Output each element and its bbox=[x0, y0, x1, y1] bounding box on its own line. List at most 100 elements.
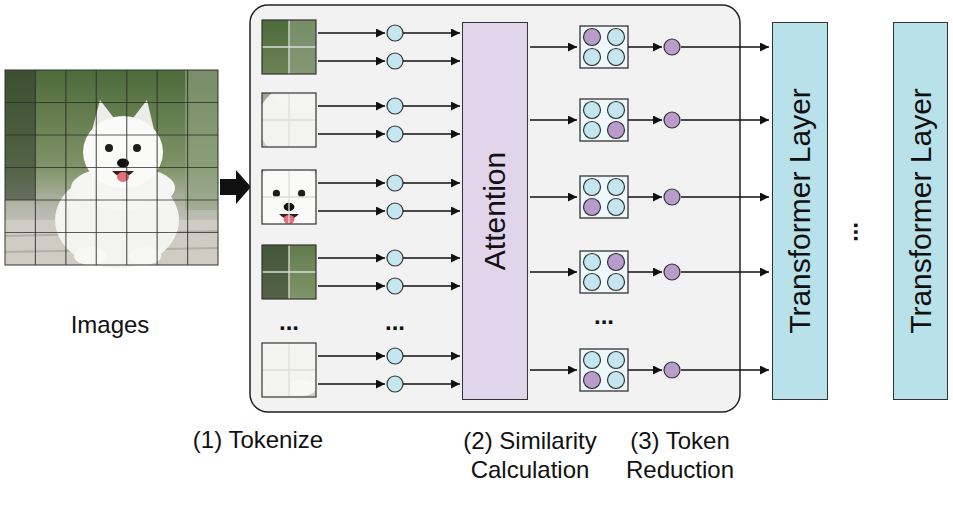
grid-line bbox=[5, 102, 218, 103]
patch-grid bbox=[262, 369, 316, 370]
step-label: (1) Tokenize bbox=[168, 426, 348, 455]
flow-arrow bbox=[530, 369, 577, 371]
flow-arrow bbox=[681, 196, 769, 198]
kept-token bbox=[608, 122, 625, 139]
token-row bbox=[127, 20, 769, 198]
token-circle bbox=[387, 203, 403, 219]
step-label: (3) Token Reduction bbox=[610, 427, 750, 485]
flow-arrow bbox=[318, 60, 385, 62]
token-circle bbox=[608, 29, 625, 46]
image-grid bbox=[5, 70, 218, 265]
token-circle bbox=[608, 372, 625, 389]
ellipsis: ... bbox=[365, 310, 425, 334]
attention-block: Attention bbox=[462, 22, 528, 400]
token-circle bbox=[584, 49, 601, 66]
photo-border bbox=[5, 70, 218, 265]
token-circle bbox=[584, 102, 601, 119]
token-circle bbox=[387, 25, 403, 41]
token-group bbox=[580, 176, 628, 218]
flow-arrow bbox=[403, 32, 460, 34]
flow-arrow bbox=[403, 355, 460, 357]
kept-token bbox=[584, 199, 601, 216]
token-group bbox=[580, 349, 628, 391]
grid-line bbox=[5, 199, 218, 200]
input-arrow bbox=[220, 170, 251, 204]
flow-arrow bbox=[403, 133, 460, 135]
flow-arrow bbox=[403, 105, 460, 107]
token-circle bbox=[584, 254, 601, 271]
token-circle bbox=[584, 122, 601, 139]
flow-arrow bbox=[530, 271, 577, 273]
reduced-token bbox=[664, 189, 680, 205]
reduced-token bbox=[664, 112, 680, 128]
flow-arrow bbox=[681, 271, 769, 273]
flow-arrow bbox=[628, 271, 662, 273]
flow-arrow bbox=[318, 383, 385, 385]
flow-arrow bbox=[403, 60, 460, 62]
flow-arrow bbox=[530, 119, 577, 121]
flow-arrow bbox=[681, 369, 769, 371]
image-patch bbox=[213, 0, 405, 165]
flow-arrow bbox=[403, 182, 460, 184]
reduced-token bbox=[664, 362, 680, 378]
flow-arrow bbox=[318, 182, 385, 184]
token-circle bbox=[387, 53, 403, 69]
flow-arrow bbox=[530, 46, 577, 48]
flow-arrow bbox=[403, 285, 460, 287]
patch-grid bbox=[262, 196, 316, 197]
image-caption: Images bbox=[50, 311, 170, 340]
grid-line bbox=[5, 167, 218, 168]
flow-arrow bbox=[318, 32, 385, 34]
flow-arrow bbox=[318, 355, 385, 357]
token-circle bbox=[387, 98, 403, 114]
dog-photo bbox=[5, 70, 218, 268]
flow-arrow bbox=[628, 46, 662, 48]
patch-crop bbox=[176, 221, 368, 399]
token-circle bbox=[608, 352, 625, 369]
token-circle bbox=[584, 352, 601, 369]
flow-arrow bbox=[318, 105, 385, 107]
token-circle bbox=[387, 250, 403, 266]
flow-arrow bbox=[530, 196, 577, 198]
token-circle bbox=[387, 175, 403, 191]
token-circle bbox=[608, 49, 625, 66]
flow-arrow bbox=[403, 257, 460, 259]
patch-border bbox=[262, 170, 316, 224]
token-circle bbox=[387, 126, 403, 142]
flow-arrow bbox=[318, 133, 385, 135]
token-circle bbox=[608, 102, 625, 119]
flow-arrow bbox=[681, 46, 769, 48]
patch-border bbox=[262, 343, 316, 397]
grid-line bbox=[5, 134, 218, 135]
patch-grid bbox=[262, 271, 316, 272]
token-group bbox=[580, 26, 628, 68]
flow-arrow bbox=[628, 369, 662, 371]
flow-arrow bbox=[318, 210, 385, 212]
reduced-token bbox=[664, 264, 680, 280]
patch-grid bbox=[262, 119, 316, 120]
reduced-token bbox=[664, 39, 680, 55]
flow-arrow bbox=[318, 257, 385, 259]
module-frame bbox=[250, 5, 740, 412]
flow-arrow bbox=[628, 196, 662, 198]
patch-border bbox=[262, 245, 316, 299]
transformer-layer: Transformer Layer bbox=[893, 22, 948, 400]
token-group bbox=[580, 251, 628, 293]
token-circle bbox=[584, 179, 601, 196]
token-circle bbox=[584, 274, 601, 291]
kept-token bbox=[584, 372, 601, 389]
grid-line bbox=[5, 232, 218, 233]
flow-arrow bbox=[318, 285, 385, 287]
patch-border bbox=[262, 20, 316, 74]
token-circle bbox=[387, 278, 403, 294]
block-label: Transformer Layer bbox=[785, 88, 815, 334]
token-circle bbox=[387, 376, 403, 392]
ellipsis: ... bbox=[850, 202, 874, 262]
flow-arrow bbox=[403, 383, 460, 385]
token-circle bbox=[387, 348, 403, 364]
kept-token bbox=[584, 29, 601, 46]
token-circle bbox=[608, 274, 625, 291]
token-circle bbox=[608, 179, 625, 196]
